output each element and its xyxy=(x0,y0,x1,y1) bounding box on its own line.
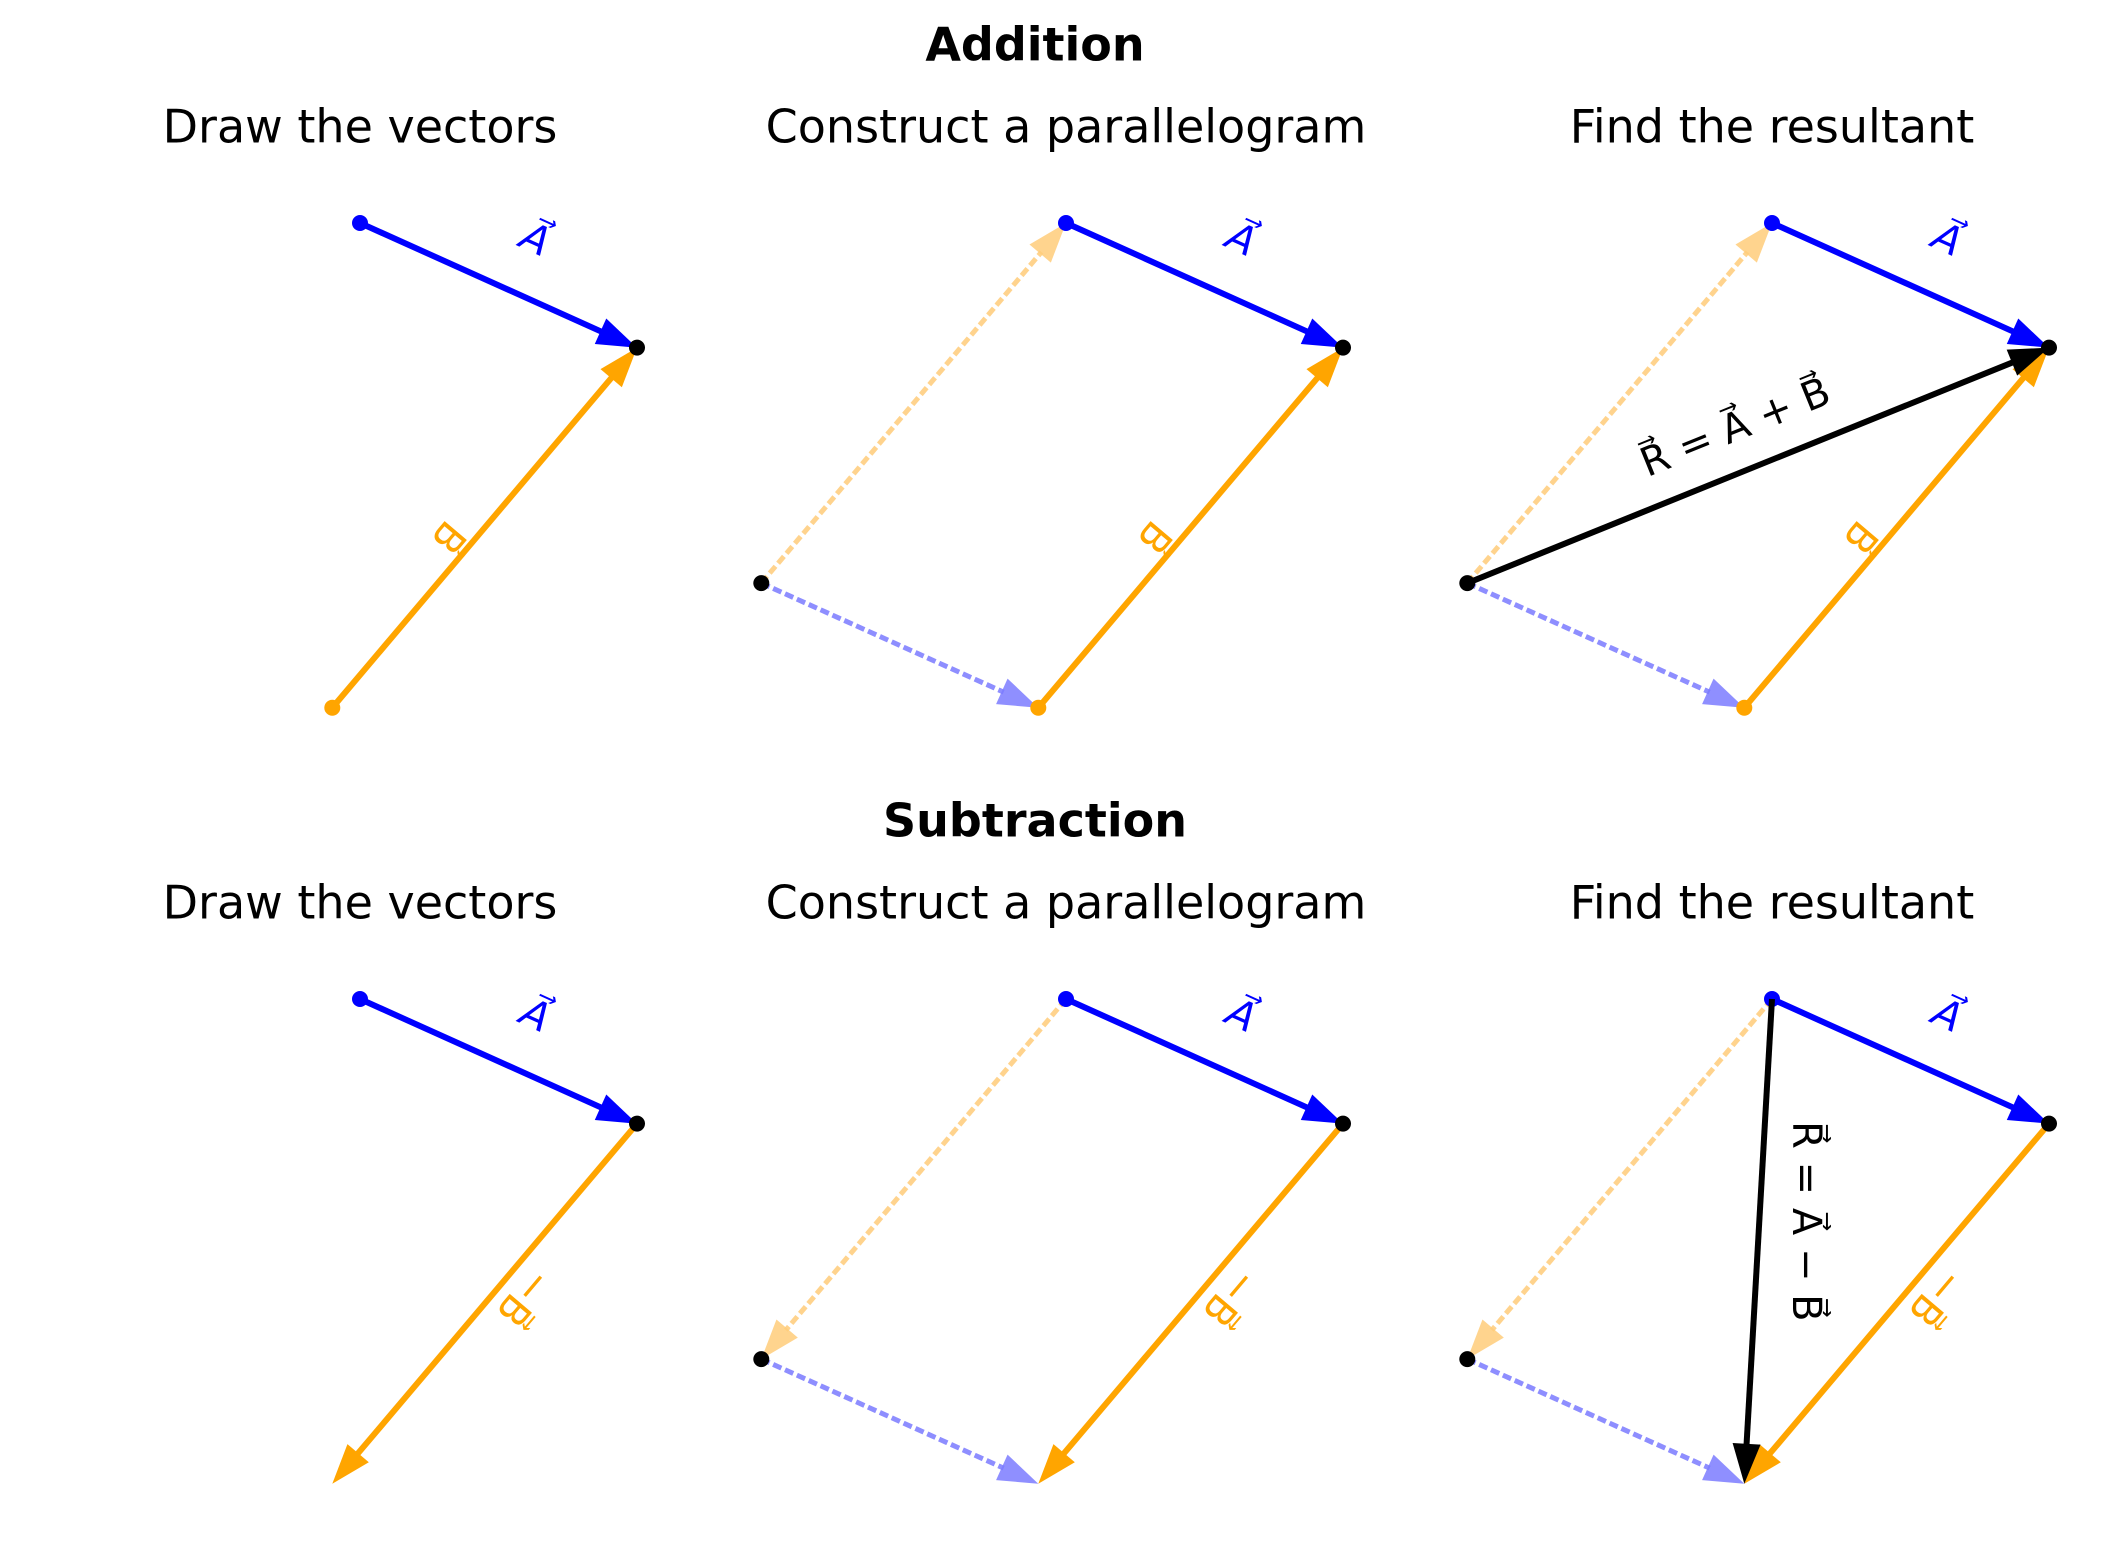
vector-a-label: A⃗ xyxy=(1217,986,1265,1042)
panel-title: Draw the vectors xyxy=(163,876,558,930)
vector-b-arrow-head xyxy=(1306,347,1343,388)
guide-b-arrow-shaft xyxy=(759,250,1044,585)
guide-b-arrow-shaft xyxy=(1465,250,1750,585)
vector-a-arrow-shaft xyxy=(1064,220,1310,335)
guide-a-arrow-shaft xyxy=(760,1356,1005,1471)
guide-a-arrow-head xyxy=(1702,678,1745,708)
vector-a-arrow-shaft xyxy=(1770,996,2016,1111)
vector-a-tip xyxy=(629,1115,645,1132)
resultant-arrow-head xyxy=(2006,347,2049,376)
vector-b-label: B⃗ xyxy=(1834,512,1889,564)
vector-b-tail xyxy=(324,699,341,716)
guide-a-arrow-shaft xyxy=(760,580,1005,695)
resultant-arrow-head xyxy=(1732,1443,1761,1484)
vector-a-tail xyxy=(1764,215,1780,231)
guide-neg-b-arrow-shaft xyxy=(1489,997,1774,1332)
vector-a-arrow-head xyxy=(1300,318,1343,348)
vector-neg-b-arrow-head xyxy=(332,1444,369,1484)
vector-a-tail xyxy=(1058,215,1074,231)
vector-neg-b-arrow-head xyxy=(1038,1444,1075,1484)
guide-a-arrow-head xyxy=(996,1454,1039,1484)
vector-neg-b-arrow-head xyxy=(1744,1444,1781,1484)
origin-point xyxy=(753,1351,770,1368)
vector-a-arrow-head xyxy=(594,1094,637,1124)
vector-neg-b-arrow-shaft xyxy=(354,1121,640,1457)
vector-a-tip xyxy=(1335,339,1351,356)
vector-a-tail xyxy=(352,215,368,231)
vector-a-label: A⃗ xyxy=(511,210,559,266)
vector-a-tip xyxy=(629,339,645,356)
origin-point xyxy=(753,575,770,592)
resultant-label: R⃗ = A⃗ + B⃗ xyxy=(1633,366,1837,486)
vector-a-arrow-shaft xyxy=(358,996,604,1111)
vector-b-tail xyxy=(1736,699,1753,716)
panel-title: Find the resultant xyxy=(1570,100,1975,154)
vector-neg-b-arrow-shaft xyxy=(1766,1121,2052,1457)
vector-a-arrow-head xyxy=(1300,1094,1343,1124)
guide-b-arrow-head xyxy=(1735,223,1772,263)
vector-b-arrow-head xyxy=(600,347,637,388)
vector-b-tail xyxy=(1030,699,1047,716)
panel-title: Find the resultant xyxy=(1570,876,1975,930)
origin-point xyxy=(1459,1351,1476,1368)
guide-a-arrow-shaft xyxy=(1466,580,1711,695)
vector-a-arrow-shaft xyxy=(358,220,604,335)
guide-a-arrow-head xyxy=(996,678,1039,708)
vector-a-arrow-head xyxy=(594,318,637,348)
vector-a-label: A⃗ xyxy=(1217,210,1265,266)
vector-neg-b-arrow-shaft xyxy=(1060,1121,1346,1457)
vector-b-arrow-shaft xyxy=(1742,374,2027,710)
guide-neg-b-arrow-shaft xyxy=(783,997,1068,1332)
vector-a-tip xyxy=(1335,1115,1351,1132)
guide-neg-b-arrow-head xyxy=(761,1319,798,1360)
vector-b-arrow-shaft xyxy=(1036,374,1321,710)
panel-title: Draw the vectors xyxy=(163,100,558,154)
vector-a-arrow-head xyxy=(2006,318,2049,348)
vector-b-label: B⃗ xyxy=(422,512,477,564)
guide-a-arrow-head xyxy=(1702,1454,1745,1484)
guide-a-arrow-shaft xyxy=(1466,1356,1711,1471)
resultant-label: R⃗ = A⃗ − B⃗ xyxy=(1783,1121,1831,1322)
vector-a-arrow-head xyxy=(2006,1094,2049,1124)
resultant-arrow-shaft xyxy=(1743,998,1775,1446)
vector-a-label: A⃗ xyxy=(511,986,559,1042)
vector-a-arrow-shaft xyxy=(1770,220,2016,335)
vector-a-label: A⃗ xyxy=(1923,986,1971,1042)
vector-b-label: B⃗ xyxy=(1128,512,1183,564)
section-title: Subtraction xyxy=(883,794,1187,848)
vector-b-arrow-shaft xyxy=(330,374,615,710)
section-title: Addition xyxy=(925,18,1144,72)
vector-a-tail xyxy=(1058,991,1074,1007)
vector-neg-b-label: −B⃗ xyxy=(1899,1259,1975,1337)
vector-a-label: A⃗ xyxy=(1923,210,1971,266)
vector-a-tip xyxy=(2041,1115,2057,1132)
panel-title: Construct a parallelogram xyxy=(766,876,1367,930)
vector-a-tail xyxy=(352,991,368,1007)
guide-neg-b-arrow-head xyxy=(1467,1319,1504,1360)
resultant-arrow-shaft xyxy=(1466,359,2015,586)
vector-neg-b-label: −B⃗ xyxy=(1193,1259,1269,1337)
panel-resultant: Find the resultant R⃗ = A⃗ + B⃗ A⃗ B⃗ xyxy=(1459,100,2057,716)
panel-resultant: Find the resultant R⃗ = A⃗ − B⃗ A⃗ −B⃗ xyxy=(1459,876,2057,1484)
panel-title: Construct a parallelogram xyxy=(766,100,1367,154)
vector-a-arrow-shaft xyxy=(1064,996,1310,1111)
vector-neg-b-label: −B⃗ xyxy=(487,1259,563,1337)
vector-b-arrow-head xyxy=(2012,347,2049,388)
guide-b-arrow-head xyxy=(1029,223,1066,263)
